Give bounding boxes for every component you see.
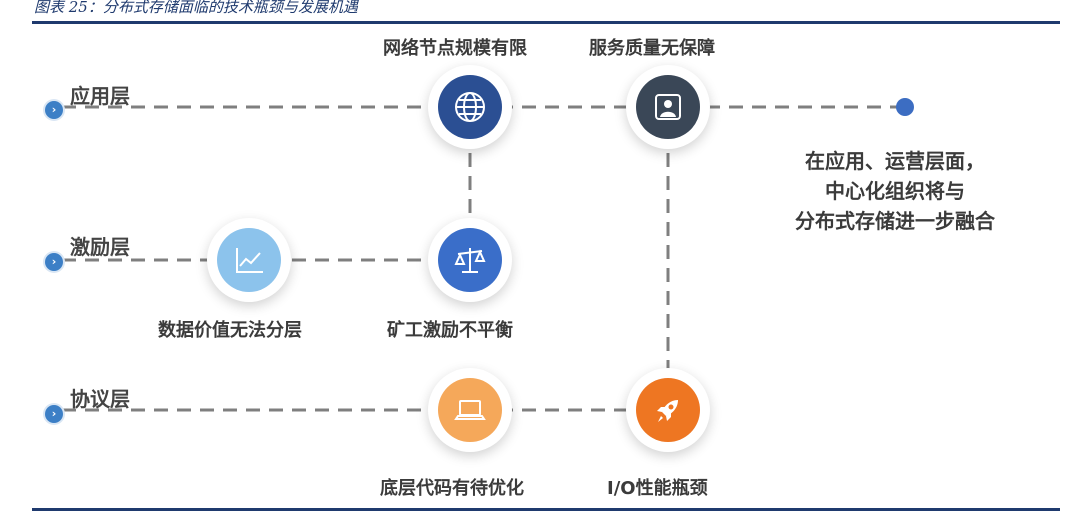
underlying-code-node [428,368,512,452]
conclusion-line-1: 在应用、运营层面， [805,149,985,173]
incentive-layer-bullet: › [45,253,63,271]
chevron-right-icon: › [51,103,57,116]
miner-incentive-node [428,218,512,302]
figure-caption: 图表 25：分布式存储面临的技术瓶颈与发展机遇 [34,0,358,16]
incentive-layer-label: 激励层 [70,235,130,259]
data-value-node [207,218,291,302]
data-value-label: 数据价值无法分层 [158,320,302,341]
protocol-layer-label: 协议层 [70,387,130,411]
line-chart-icon [236,248,263,273]
io-performance-node [626,368,710,452]
application-layer-bullet: › [45,101,63,119]
rocket-icon [657,400,678,422]
globe-icon [455,92,485,122]
application-layer-end-dot [896,98,914,116]
protocol-layer-bullet: › [45,405,63,423]
miner-incentive-label: 矿工激励不平衡 [387,320,513,341]
laptop-icon [454,400,486,420]
chevron-right-icon: › [51,407,57,420]
underlying-code-label: 底层代码有待优化 [380,478,524,499]
conclusion-line-2: 中心化组织将与 [825,179,965,203]
conclusion-line-3: 分布式存储进一步融合 [795,209,995,233]
user-icon [655,94,681,120]
top-rule [32,21,1060,24]
service-quality-label: 服务质量无保障 [589,38,715,59]
application-layer-label: 应用层 [70,84,130,108]
io-performance-label: I/O性能瓶颈 [607,478,708,499]
balance-scale-icon [454,248,486,273]
chevron-right-icon: › [51,255,57,268]
conclusion-text: 在应用、运营层面， 中心化组织将与 分布式存储进一步融合 [770,146,1020,236]
bottom-rule [32,508,1060,511]
service-quality-node [626,65,710,149]
network-scale-node [428,65,512,149]
network-scale-label: 网络节点规模有限 [383,38,527,59]
